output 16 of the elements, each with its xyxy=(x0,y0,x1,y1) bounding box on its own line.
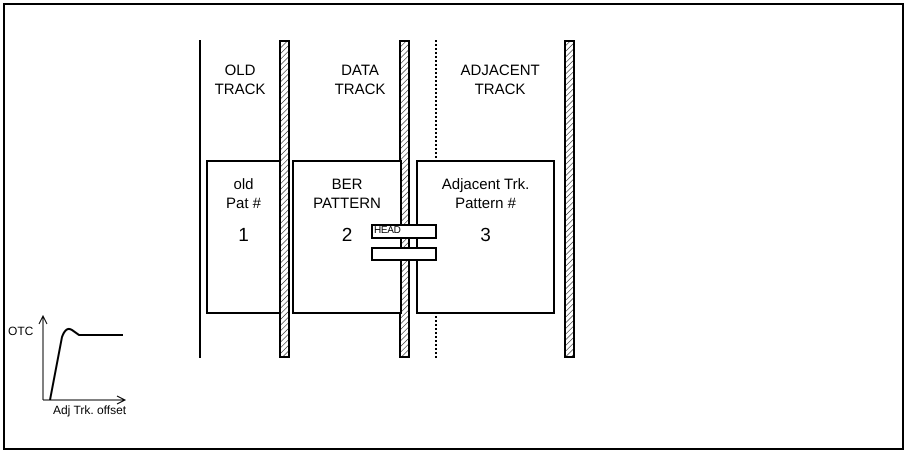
pattern-box xyxy=(206,160,281,314)
pattern-number: 3 xyxy=(480,225,491,247)
pattern-number: 1 xyxy=(238,225,249,247)
track-label: DATA TRACK xyxy=(334,61,386,99)
pattern-name: old Pat # xyxy=(224,175,262,213)
pattern-number: 2 xyxy=(342,225,352,247)
axis-label: Adj Trk. offset xyxy=(53,403,126,417)
track-label: ADJACENT TRACK xyxy=(460,61,540,99)
head-bar: HEAD xyxy=(371,224,437,239)
pattern-name: BER PATTERN xyxy=(312,175,382,213)
pattern-box xyxy=(416,160,555,314)
pattern-box xyxy=(292,160,402,314)
head-bar xyxy=(371,247,437,261)
track-label: OLD TRACK xyxy=(214,61,266,99)
pattern-name: Adjacent Trk. Pattern # xyxy=(440,175,530,213)
axis-label: OTC xyxy=(8,324,34,338)
